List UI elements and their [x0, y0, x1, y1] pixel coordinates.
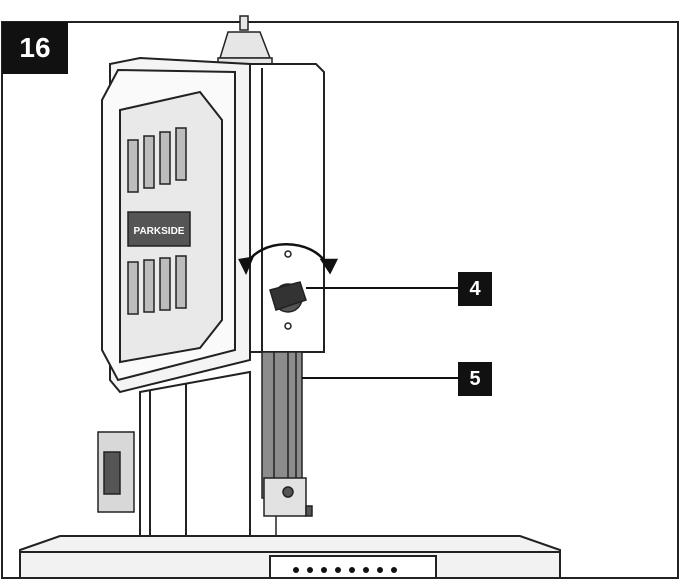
blade-guide-assembly: [263, 477, 313, 540]
callout-label-5: 5: [458, 362, 492, 396]
blade-guide-post: [261, 351, 303, 499]
power-switch: [97, 431, 135, 513]
callout-label-4: 4: [458, 272, 492, 306]
vent-slots: [127, 127, 187, 315]
lock-knob: [269, 250, 307, 330]
brand-plate: PARKSIDE: [127, 211, 191, 247]
upper-arm: [249, 63, 325, 353]
rotate-arrow-icon: [238, 243, 339, 275]
brand-logo-text: PARKSIDE: [134, 226, 185, 237]
figure-number: 16: [2, 22, 68, 74]
work-table: [19, 535, 561, 579]
table-scale: [293, 567, 397, 573]
lower-frame: [139, 370, 251, 541]
